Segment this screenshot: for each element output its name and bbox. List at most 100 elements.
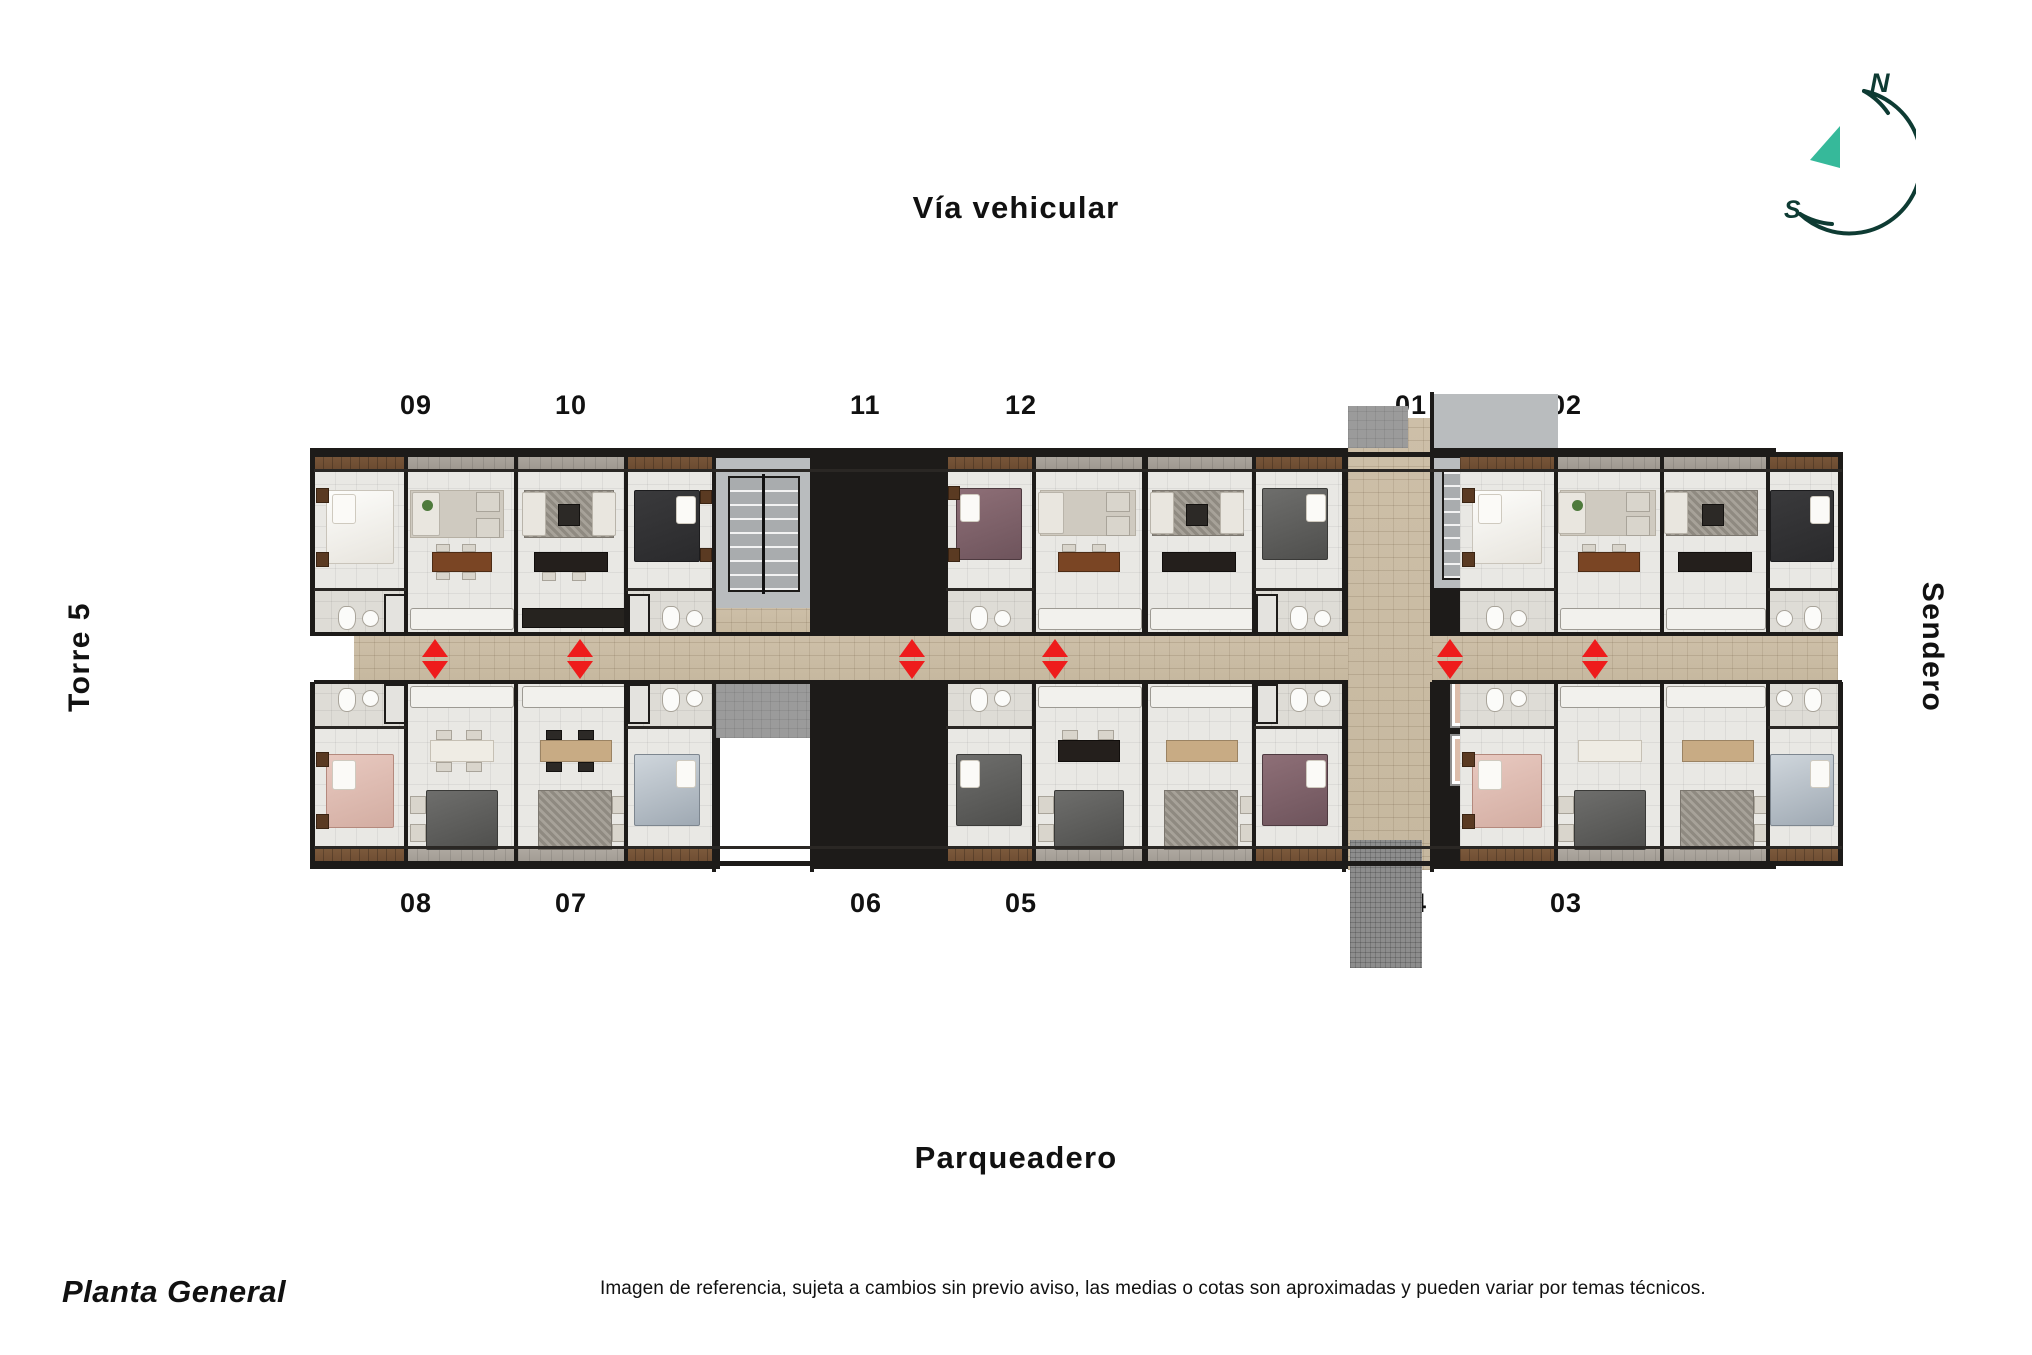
wall	[1252, 452, 1256, 636]
armchair	[1038, 796, 1054, 814]
sink	[1776, 610, 1793, 627]
wall	[1430, 682, 1434, 872]
kitchen-counter	[1666, 608, 1766, 630]
sofa	[1558, 492, 1586, 534]
kitchen-counter	[1666, 686, 1766, 708]
armchair	[558, 504, 580, 526]
toilet	[338, 606, 356, 630]
bed	[1574, 790, 1646, 850]
wall	[946, 588, 1034, 591]
unit-label-12[interactable]: 12	[1005, 390, 1038, 420]
shower	[384, 684, 406, 724]
dining-table	[432, 552, 492, 572]
armchair	[1106, 516, 1130, 536]
wall	[1554, 682, 1558, 866]
entry-arrow-up-icon	[1582, 639, 1608, 657]
corridor-void-right	[1838, 634, 1878, 684]
dining-table	[1162, 552, 1236, 572]
wall	[314, 726, 406, 729]
armchair	[1558, 824, 1574, 842]
wall	[314, 632, 1348, 636]
pillow	[1306, 494, 1326, 522]
unit-label-08[interactable]: 08	[400, 888, 433, 918]
unit-label-09[interactable]: 09	[400, 390, 433, 420]
rug	[538, 790, 612, 850]
wall	[1254, 588, 1342, 591]
dining-table	[1578, 552, 1640, 572]
unit-label-05[interactable]: 05	[1005, 888, 1038, 918]
unit-label-11[interactable]: 11	[850, 390, 881, 420]
dining-chair	[436, 730, 452, 740]
compass-south-label: S	[1784, 196, 1801, 224]
wall	[310, 682, 315, 866]
dining-table	[1682, 740, 1754, 762]
kitchen-counter	[1038, 686, 1142, 708]
unit-11-bathroom	[946, 590, 1034, 636]
context-label-left: Torre 5	[63, 602, 96, 712]
dining-chair	[578, 730, 594, 740]
toilet	[1290, 606, 1308, 630]
shower	[384, 594, 406, 634]
unit-label-06[interactable]: 06	[850, 888, 883, 918]
armchair	[1626, 492, 1650, 512]
sink	[1510, 610, 1527, 627]
pillow	[1306, 760, 1326, 788]
bed	[426, 790, 498, 850]
entry-arrow-down-icon	[422, 661, 448, 679]
pillow	[332, 494, 356, 524]
nightstand	[948, 548, 960, 562]
armchair	[476, 492, 500, 512]
kitchen-counter	[522, 686, 626, 708]
dining-chair	[436, 762, 452, 772]
wall	[712, 452, 716, 636]
unit-label-07[interactable]: 07	[555, 888, 588, 918]
wall	[1660, 682, 1664, 866]
wall	[404, 452, 408, 636]
armchair	[1558, 796, 1574, 814]
wall	[1768, 726, 1840, 729]
unit-label-10[interactable]: 10	[555, 390, 588, 420]
dining-chair	[462, 544, 476, 552]
plan-notch-left-core	[720, 736, 812, 876]
wall	[946, 726, 1034, 729]
wall	[1144, 452, 1148, 636]
wall	[1432, 632, 1842, 636]
access-ramp	[1350, 840, 1422, 968]
toilet	[1804, 606, 1822, 630]
wall	[1342, 682, 1346, 872]
sink	[1314, 610, 1331, 627]
armchair	[476, 518, 500, 538]
sink	[686, 690, 703, 707]
wall	[314, 846, 1842, 849]
stair-direction-arrow-left	[762, 474, 765, 594]
toilet	[662, 688, 680, 712]
wall	[1838, 452, 1843, 636]
main-horizontal-corridor-left	[314, 636, 1348, 682]
nightstand	[1462, 552, 1475, 567]
plant	[1572, 500, 1583, 511]
entry-arrow-down-icon	[899, 661, 925, 679]
dining-chair	[466, 730, 482, 740]
compass-north-label: N	[1870, 68, 1890, 98]
nightstand	[1462, 488, 1475, 503]
toilet	[1486, 688, 1504, 712]
unit-label-03[interactable]: 03	[1550, 888, 1583, 918]
sink	[1776, 690, 1793, 707]
nightstand	[316, 814, 329, 829]
sofa	[1150, 492, 1174, 534]
floor-plan-drawing	[310, 392, 1878, 968]
wall	[944, 682, 948, 866]
nightstand	[948, 486, 960, 500]
dining-chair	[1582, 544, 1596, 552]
planta-general-title: Planta General	[62, 1274, 287, 1309]
entry-arrow-down-icon	[1042, 661, 1068, 679]
wall	[810, 682, 814, 872]
sofa	[412, 492, 440, 536]
plant	[422, 500, 433, 511]
wall	[1430, 392, 1434, 636]
wall	[314, 680, 1348, 684]
dining-table	[1058, 552, 1120, 572]
sofa	[1038, 492, 1064, 534]
entry-arrow-up-icon	[567, 639, 593, 657]
wall	[1254, 726, 1342, 729]
